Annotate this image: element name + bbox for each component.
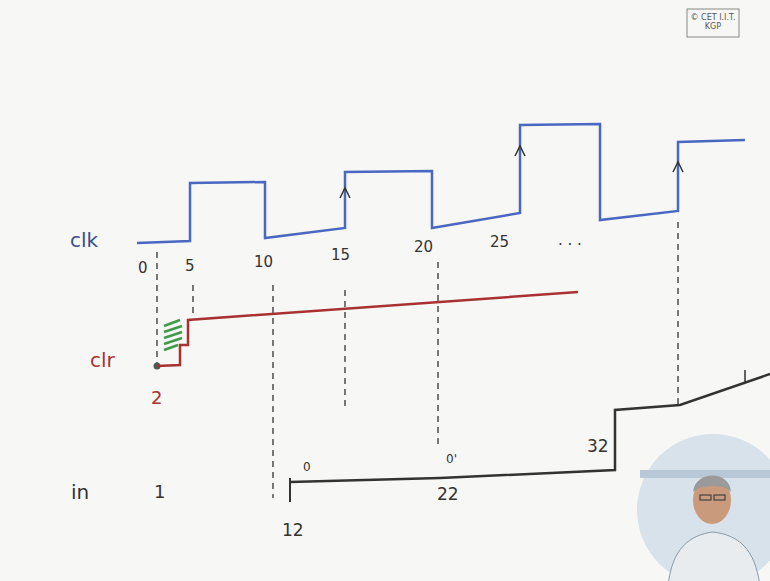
clear-waveform [157,292,578,366]
signal-name: clk [70,229,98,251]
watermark: © CET I.I.T. KGP [686,14,740,32]
input-tick [744,370,746,382]
time-value: 32 [587,437,609,456]
clock-waveform [137,124,745,243]
time-value: 15 [331,247,350,264]
rising-edge-arrows [340,146,683,198]
time-value: 0 [138,260,148,277]
time-value: 25 [490,234,509,251]
time-value: 22 [437,485,459,504]
time-value: 10 [254,254,273,271]
time-value: 20 [414,239,433,256]
green-hatch [164,320,182,350]
signal-name: clr [90,349,115,371]
signal-value: 1 [154,482,165,502]
time-value: 5 [185,258,195,275]
time-value: 12 [282,521,304,540]
presenter-inset [637,434,770,581]
logic-value: 0 [303,461,311,474]
ellipsis: . . . [558,232,582,249]
input-start-tick [289,478,291,502]
time-value: 2 [151,388,162,408]
watermark-frame [687,9,739,37]
signal-name: in [71,481,89,503]
time-guide-lines [157,222,678,498]
logic-value: 0' [446,453,457,466]
